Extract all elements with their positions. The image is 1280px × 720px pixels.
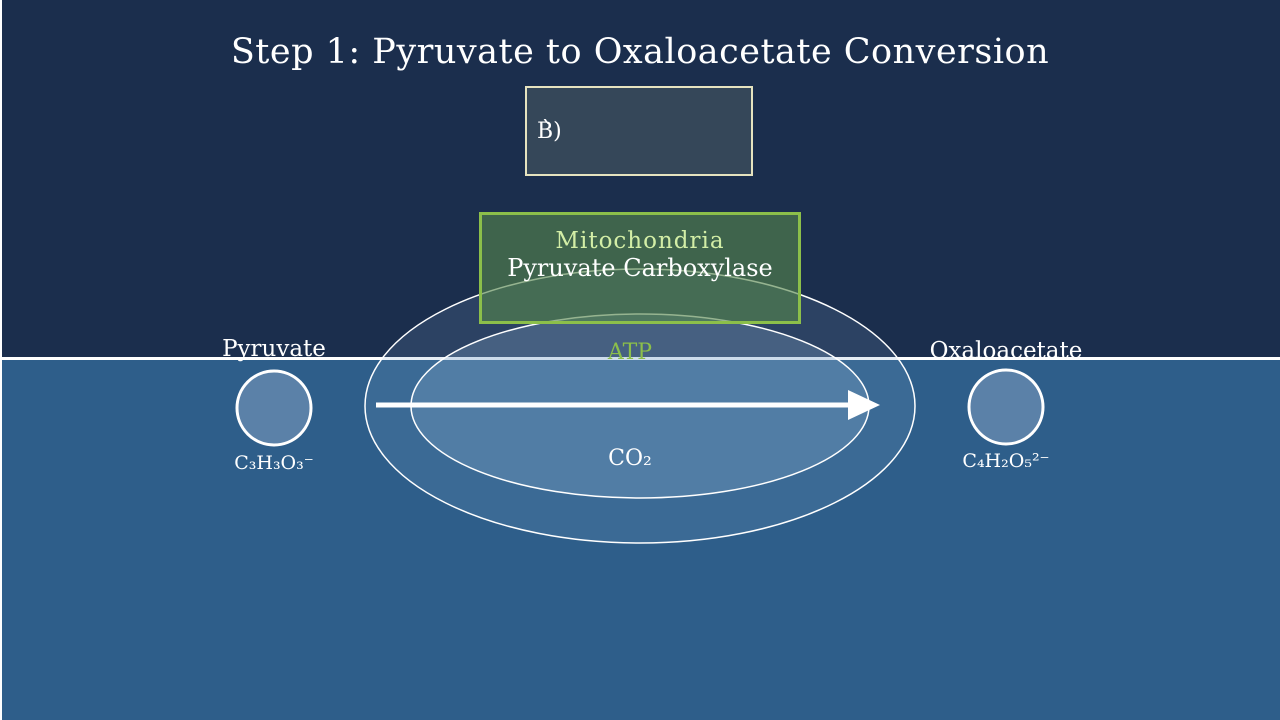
compartment-label: Mitochondria (555, 228, 725, 254)
enzyme-label: Pyruvate Carboxylase (507, 254, 773, 282)
diagram-title: Step 1: Pyruvate to Oxaloacetate Convers… (230, 32, 1050, 72)
product-formula: C₄H₂O₅²⁻ (962, 450, 1050, 472)
atp-label: ATP (607, 340, 653, 365)
co2-label: CO₂ (608, 446, 652, 471)
label-box: Ḃ̀) (525, 86, 753, 176)
product-name: Oxaloacetate (929, 338, 1083, 364)
substrate-formula: C₃H₃O₃⁻ (234, 452, 314, 474)
mitochondria-compartment (479, 212, 801, 324)
substrate-name: Pyruvate (222, 336, 326, 362)
matrix-region (2, 358, 1280, 720)
label-box-text: Ḃ̀) (537, 119, 562, 144)
